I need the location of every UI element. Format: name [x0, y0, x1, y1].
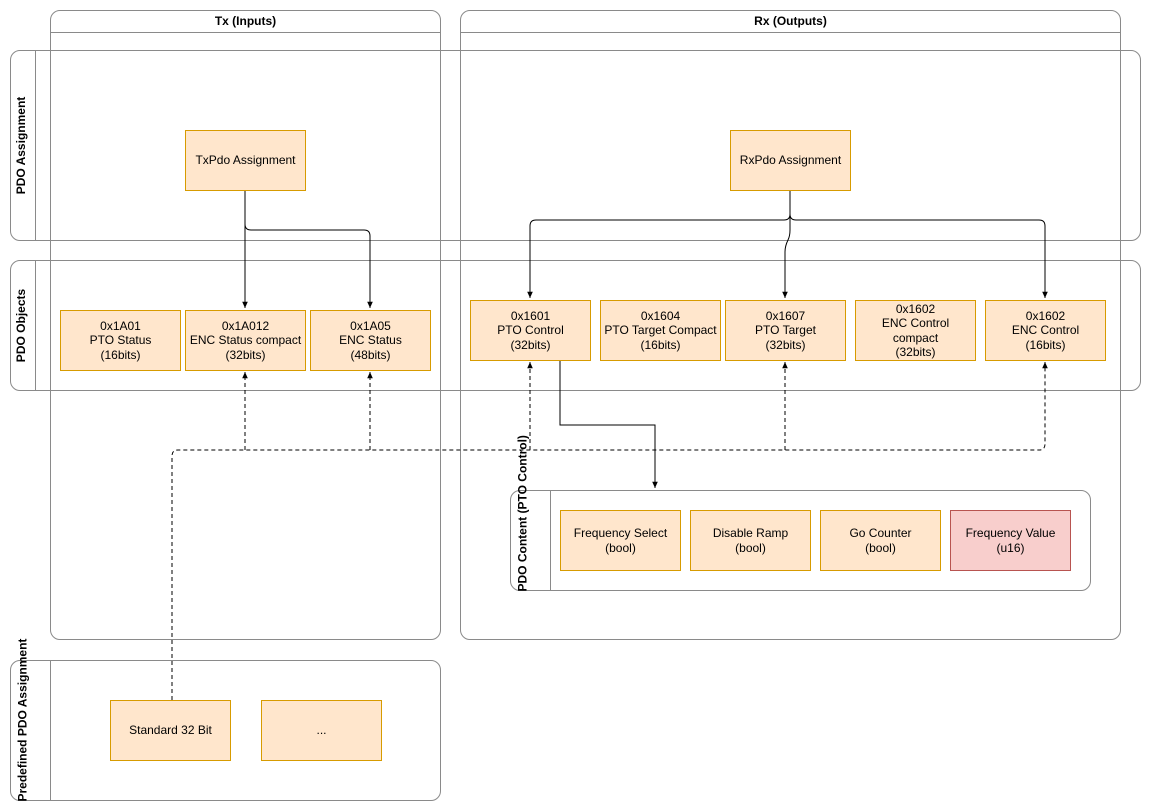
content-frequency-value[interactable]: Frequency Value (u16) — [950, 510, 1071, 571]
predefined-ellipsis[interactable]: ... — [261, 700, 382, 761]
rx-object-1602[interactable]: 0x1602 ENC Control (16bits) — [985, 300, 1106, 361]
pto-control-to-content-connector — [559, 360, 658, 488]
rx-assignment-to-1602-connector — [789, 190, 1048, 298]
rx-column-lane — [460, 10, 1121, 640]
rx-column-title: Rx (Outputs) — [754, 14, 827, 28]
standard-32bit-dashed-trunk — [171, 362, 1048, 700]
rx-object-1604[interactable]: 0x1604 PTO Target Compact (16bits) — [600, 300, 721, 361]
txpdo-assignment-node[interactable]: TxPdo Assignment — [185, 130, 306, 191]
predefined-standard-32-bit[interactable]: Standard 32 Bit — [110, 700, 231, 761]
rx-column-header-divider — [460, 32, 1121, 33]
predefined-assignment-divider — [50, 660, 51, 801]
tx-column-title: Tx (Inputs) — [214, 14, 277, 28]
rx-object-1601[interactable]: 0x1601 PTO Control (32bits) — [470, 300, 591, 361]
tx-object-1a05[interactable]: 0x1A05 ENC Status (48bits) — [310, 310, 431, 371]
tx-object-1a012[interactable]: 0x1A012 ENC Status compact (32bits) — [185, 310, 306, 371]
pdo-objects-row-divider — [35, 260, 36, 391]
tx-object-1a01[interactable]: 0x1A01 PTO Status (16bits) — [60, 310, 181, 371]
pdo-assignment-row-lane — [10, 50, 1141, 241]
content-disable-ramp[interactable]: Disable Ramp (bool) — [690, 510, 811, 571]
pdo-content-lane — [510, 490, 1091, 591]
content-go-counter[interactable]: Go Counter (bool) — [820, 510, 941, 571]
predefined-assignment-lane — [10, 660, 441, 801]
pdo-objects-row-lane — [10, 260, 1141, 391]
rx-object-1607[interactable]: 0x1607 PTO Target (32bits) — [725, 300, 846, 361]
pdo-assignment-row-divider — [35, 50, 36, 241]
rx-assignment-to-1607-connector — [782, 190, 791, 298]
rxpdo-assignment-node[interactable]: RxPdo Assignment — [730, 130, 851, 191]
content-frequency-select[interactable]: Frequency Select (bool) — [560, 510, 681, 571]
tx-assignment-to-1a05-connector — [244, 190, 373, 308]
tx-column-header-divider — [50, 32, 441, 33]
tx-column-lane — [50, 10, 441, 640]
rx-assignment-to-1601-connector — [527, 190, 791, 298]
pdo-content-divider — [550, 490, 551, 591]
rx-object-1602-compact[interactable]: 0x1602 ENC Control compact (32bits) — [855, 300, 976, 361]
